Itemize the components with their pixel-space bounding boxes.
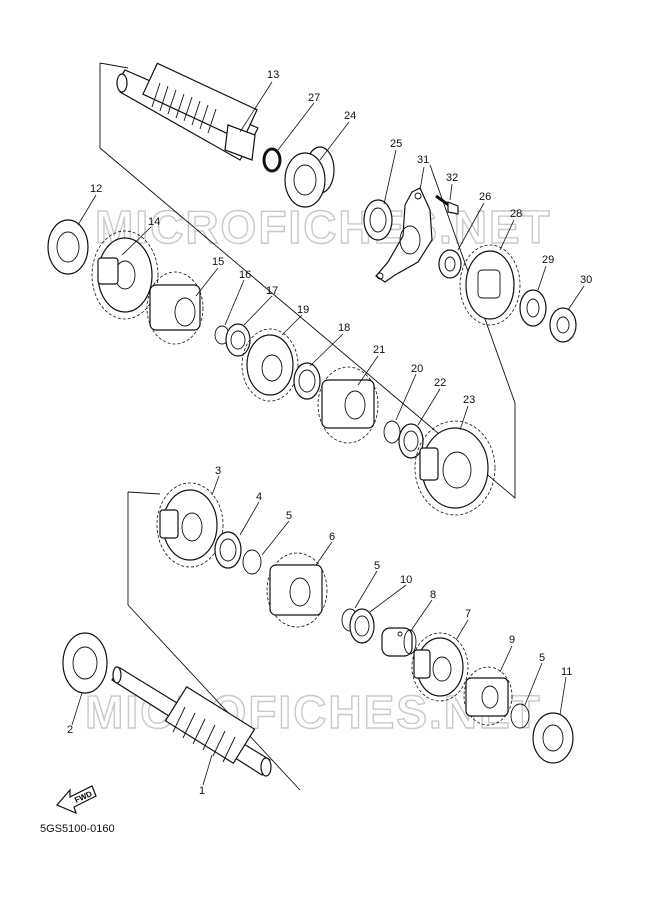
- callout-21: 21: [373, 344, 385, 356]
- callout-16: 16: [239, 269, 251, 281]
- collar-26: [438, 249, 462, 279]
- bearing-11: [532, 712, 574, 764]
- fwd-arrow-icon: [56, 785, 97, 815]
- circlip-27: [262, 147, 282, 173]
- gear-21: [317, 366, 379, 444]
- callout-5c: 5: [539, 652, 545, 664]
- diagram-code: 5GS5100-0160: [40, 823, 115, 835]
- callout-24: 24: [344, 110, 356, 122]
- oil-seal-25: [363, 199, 393, 241]
- lock-washer-29: [519, 289, 547, 327]
- callout-4: 4: [256, 491, 262, 503]
- circlip-5a: [242, 549, 262, 575]
- callout-18: 18: [338, 322, 350, 334]
- drive-axle: [111, 666, 272, 777]
- washer-17: [225, 323, 251, 357]
- callout-1: 1: [199, 785, 205, 797]
- callout-2: 2: [67, 724, 73, 736]
- callout-31: 31: [417, 154, 429, 166]
- callout-15: 15: [212, 256, 224, 268]
- circlip-5c: [510, 703, 530, 729]
- callout-23: 23: [463, 394, 475, 406]
- bushing-8: [381, 627, 417, 657]
- callout-10: 10: [400, 574, 412, 586]
- callout-25: 25: [390, 138, 402, 150]
- gear-9: [463, 666, 513, 726]
- gear-6: [266, 552, 328, 628]
- callout-26: 26: [479, 191, 491, 203]
- bearing-24: [284, 146, 335, 208]
- main-axle-group-border: [99, 63, 516, 499]
- callout-30: 30: [580, 274, 592, 286]
- callout-17: 17: [266, 285, 278, 297]
- callout-8: 8: [430, 589, 436, 601]
- watermark-top: MICROFICHES.NET: [95, 201, 552, 253]
- circlip-20: [383, 420, 401, 444]
- washer-18: [293, 362, 321, 400]
- callout-5b: 5: [374, 560, 380, 572]
- callout-32: 32: [446, 172, 458, 184]
- callout-27: 27: [308, 92, 320, 104]
- main-axle: [116, 62, 259, 161]
- callout-7: 7: [465, 608, 471, 620]
- callout-12: 12: [90, 183, 102, 195]
- washer-10: [349, 608, 375, 644]
- callout-11: 11: [561, 666, 572, 678]
- gear-7: [411, 632, 469, 702]
- gear-15: [146, 271, 204, 345]
- bearing-12: [47, 219, 89, 275]
- bolt-32: [435, 194, 459, 215]
- nut-30: [549, 307, 577, 343]
- retainer-plate-31: [375, 187, 433, 283]
- callout-20: 20: [411, 363, 423, 375]
- gear-19: [241, 328, 299, 402]
- washer-22: [398, 423, 424, 459]
- drive-sprocket-28: [459, 244, 521, 326]
- washer-4: [214, 531, 242, 569]
- callout-5a: 5: [286, 510, 292, 522]
- callout-14: 14: [148, 216, 160, 228]
- gear-23: [414, 420, 496, 516]
- callout-6: 6: [329, 531, 335, 543]
- gear-3: [156, 482, 224, 568]
- bearing-2: [62, 632, 108, 694]
- callout-9: 9: [509, 634, 515, 646]
- callout-29: 29: [542, 254, 554, 266]
- callout-13: 13: [267, 69, 279, 81]
- callout-3: 3: [215, 465, 221, 477]
- callout-22: 22: [434, 377, 446, 389]
- callout-28: 28: [510, 208, 522, 220]
- callout-19: 19: [297, 304, 309, 316]
- gear-14: [91, 230, 159, 320]
